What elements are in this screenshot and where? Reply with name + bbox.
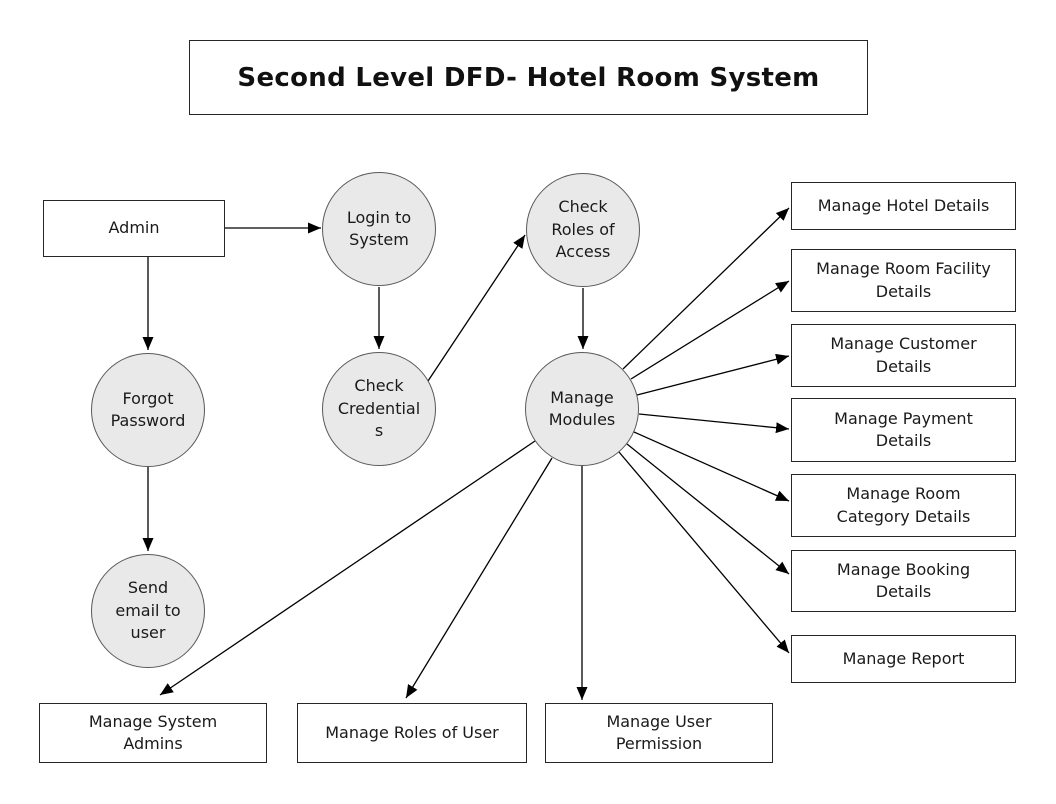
process-manage-modules[interactable]: Manage Modules	[525, 352, 639, 466]
box-manage-booking-details-label: Manage Booking Details	[836, 559, 971, 601]
box-manage-customer-details[interactable]: Manage Customer Details	[791, 324, 1016, 387]
diagram-title: Second Level DFD- Hotel Room System	[237, 62, 820, 93]
box-manage-room-category-details-label: Manage Room Category Details	[836, 484, 971, 526]
process-manage-modules-label: Manage Modules	[548, 387, 616, 429]
box-manage-room-facility-details[interactable]: Manage Room Facility Details	[791, 249, 1016, 312]
box-manage-roles-of-user-label: Manage Roles of User	[325, 722, 499, 742]
box-manage-report-label: Manage Report	[842, 648, 965, 668]
process-send-email-to-user[interactable]: Send email to user	[91, 554, 205, 668]
diagram-title-box: Second Level DFD- Hotel Room System	[189, 40, 868, 115]
box-manage-user-permission[interactable]: Manage User Permission	[545, 703, 773, 763]
process-login-to-system[interactable]: Login to System	[322, 172, 436, 286]
process-login-to-system-label: Login to System	[346, 207, 412, 249]
box-manage-room-category-details[interactable]: Manage Room Category Details	[791, 474, 1016, 537]
process-check-roles-of-access[interactable]: Check Roles of Access	[526, 173, 640, 287]
edge-check-credentials-check-roles	[427, 234, 526, 382]
box-manage-customer-details-label: Manage Customer Details	[830, 334, 977, 376]
entity-admin-label: Admin	[108, 218, 160, 238]
edge-modules-hotel-details	[622, 207, 790, 370]
process-forgot-password-label: Forgot Password	[110, 388, 186, 430]
edge-modules-customer	[636, 353, 790, 396]
process-check-roles-of-access-label: Check Roles of Access	[551, 197, 615, 262]
box-manage-payment-details[interactable]: Manage Payment Details	[791, 398, 1016, 462]
entity-admin[interactable]: Admin	[43, 200, 225, 257]
box-manage-hotel-details-label: Manage Hotel Details	[817, 195, 990, 215]
edge-modules-system-admins	[159, 440, 536, 696]
box-manage-room-facility-details-label: Manage Room Facility Details	[816, 259, 991, 301]
box-manage-system-admins-label: Manage System Admins	[88, 711, 218, 753]
process-send-email-to-user-label: Send email to user	[115, 578, 181, 643]
edge-modules-roles-of-user	[405, 457, 553, 699]
edge-modules-payment	[638, 413, 790, 434]
box-manage-report[interactable]: Manage Report	[791, 635, 1016, 683]
box-manage-payment-details-label: Manage Payment Details	[834, 408, 973, 450]
box-manage-booking-details[interactable]: Manage Booking Details	[791, 550, 1016, 612]
edge-modules-booking	[626, 443, 790, 575]
box-manage-roles-of-user[interactable]: Manage Roles of User	[297, 703, 527, 763]
edge-modules-report	[618, 451, 790, 654]
edge-modules-room-facility	[630, 280, 790, 380]
process-forgot-password[interactable]: Forgot Password	[91, 353, 205, 467]
box-manage-user-permission-label: Manage User Permission	[606, 711, 712, 753]
process-check-credentials-label: Check Credential s	[337, 376, 421, 441]
box-manage-hotel-details[interactable]: Manage Hotel Details	[791, 182, 1016, 230]
edge-modules-room-category	[633, 431, 790, 502]
process-check-credentials[interactable]: Check Credential s	[322, 352, 436, 466]
box-manage-system-admins[interactable]: Manage System Admins	[39, 703, 267, 763]
